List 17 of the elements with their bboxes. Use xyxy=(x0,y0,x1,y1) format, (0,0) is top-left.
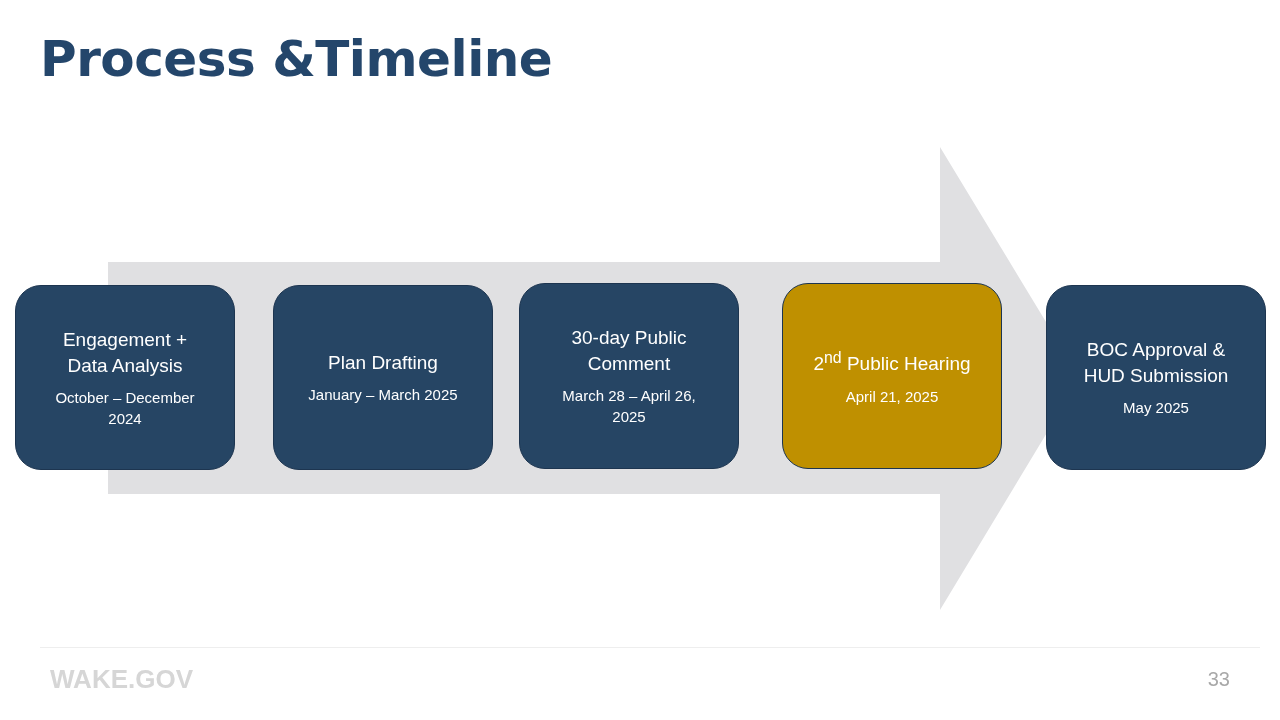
step-title: 30-day Public Comment xyxy=(570,326,688,376)
step-box xyxy=(273,285,493,470)
step-date: May 2025 xyxy=(1123,398,1189,418)
step-date: March 28 – April 26, 2025 xyxy=(561,386,697,427)
step-title: Engagement + Data Analysis xyxy=(61,327,189,378)
step-date: April 21, 2025 xyxy=(845,386,939,407)
step-date: January – March 2025 xyxy=(308,385,458,405)
slide-title: Process &Timeline xyxy=(40,30,553,88)
step-title: 2$^{nd}$ Public Hearing xyxy=(813,348,971,377)
step-title: BOC Approval & HUD Submission xyxy=(1082,338,1230,388)
step-date: October – December 2024 xyxy=(54,387,196,429)
page-number: 33 xyxy=(1207,668,1230,691)
step-box xyxy=(15,285,235,470)
highlighted-step-box xyxy=(782,283,1002,469)
step-box xyxy=(519,283,739,469)
step-box xyxy=(1046,285,1266,470)
step-title: Plan Drafting xyxy=(328,351,438,375)
